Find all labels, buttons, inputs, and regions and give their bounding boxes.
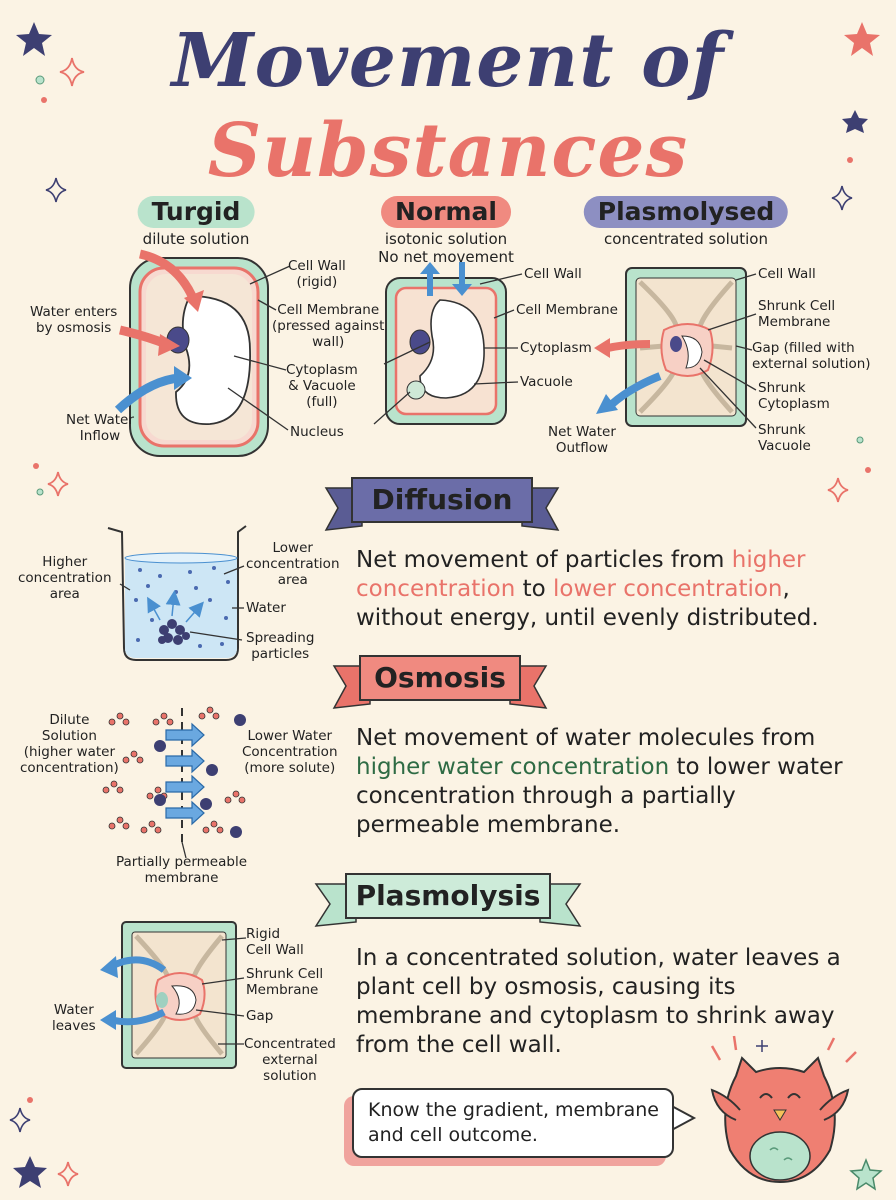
diffusion-heading: Diffusion (371, 483, 513, 516)
plasmolysis-banner (314, 873, 582, 927)
plasmolysed-shrunk-membrane-label: Shrunk Cell Membrane (758, 298, 836, 330)
diffusion-description: Net movement of particles from higher co… (356, 547, 819, 631)
title-line-1: Movement of (171, 18, 725, 104)
turgid-net-inflow-label: Net Water Inflow (66, 412, 134, 444)
normal-cytoplasm-label: Cytoplasm (520, 340, 592, 356)
plasmolysis-rigid-wall-label: Rigid Cell Wall (246, 926, 304, 958)
osmosis-banner (332, 655, 548, 709)
turgid-heading: Turgid (137, 196, 255, 228)
plasmolysed-shrunk-vacuole-label: Shrunk Vacuole (758, 422, 811, 454)
turgid-condition: dilute solution (142, 230, 250, 248)
osmosis-heading: Osmosis (374, 661, 506, 694)
plasmolysed-net-outflow-label: Net Water Outflow (548, 424, 616, 456)
arrow-icon (138, 249, 197, 299)
plasmolysis-description: In a concentrated solution, water leaves… (356, 945, 841, 1058)
plasmolysis-gap-label: Gap (246, 1008, 274, 1024)
normal-cell-wall-label: Cell Wall (524, 266, 582, 282)
star-icon (13, 22, 883, 1191)
normal-condition: isotonic solution No net movement (378, 230, 514, 266)
plasmolysed-cell (625, 267, 747, 427)
diffusion-water-label: Water (246, 600, 286, 616)
plasmolysed-cell-wall-label: Cell Wall (758, 266, 816, 282)
owl-mascot-icon (710, 1035, 857, 1184)
normal-cell (385, 277, 507, 425)
tip-speech-bubble: Know the gradient, membrane and cell out… (352, 1088, 674, 1158)
plasmolysed-shrunk-cytoplasm-label: Shrunk Cytoplasm (758, 380, 830, 412)
diffusion-spreading-label: Spreading particles (246, 630, 315, 662)
plasmolysis-concentrated-label: Concentrated external solution (244, 1036, 336, 1084)
turgid-cell (129, 257, 269, 457)
osmosis-lower-water-label: Lower Water Concentration (more solute) (242, 728, 338, 776)
osmosis-diagram (102, 706, 246, 859)
normal-heading: Normal (381, 196, 511, 228)
diffusion-lower-label: Lower concentration area (246, 540, 340, 588)
normal-cell-membrane-label: Cell Membrane (516, 302, 618, 318)
turgid-nucleus-label: Nucleus (290, 424, 344, 440)
title-line-2: Substances (207, 108, 689, 194)
turgid-cell-wall-label: Cell Wall (rigid) (288, 258, 346, 290)
osmosis-membrane-label: Partially permeable membrane (116, 854, 247, 886)
plasmolysis-shrunk-membrane-label: Shrunk Cell Membrane (246, 966, 324, 998)
tip-text: Know the gradient, membrane and cell out… (368, 1099, 659, 1146)
plasmolysed-heading: Plasmolysed (583, 196, 789, 228)
sparkle-icon (47, 57, 849, 1187)
plasmolysis-water-leaves-label: Water leaves (52, 1002, 96, 1034)
osmosis-description: Net movement of water molecules from hig… (356, 725, 843, 838)
plasmolysis-cell (121, 921, 237, 1069)
turgid-water-enters-label: Water enters by osmosis (30, 304, 118, 336)
turgid-cytoplasm-label: Cytoplasm & Vacuole (full) (286, 362, 358, 410)
normal-vacuole-label: Vacuole (520, 374, 573, 390)
plasmolysed-condition: concentrated solution (604, 230, 768, 248)
plasmolysis-heading: Plasmolysis (355, 879, 541, 912)
turgid-cell-membrane-label: Cell Membrane (pressed against wall) (272, 302, 385, 350)
plasmolysed-gap-label: Gap (filled with external solution) (752, 340, 871, 372)
osmosis-dilute-label: Dilute Solution (higher water concentrat… (20, 712, 119, 776)
beaker-icon (107, 525, 247, 661)
diffusion-higher-label: Higher concentration area (18, 554, 112, 602)
diffusion-banner (324, 477, 560, 531)
